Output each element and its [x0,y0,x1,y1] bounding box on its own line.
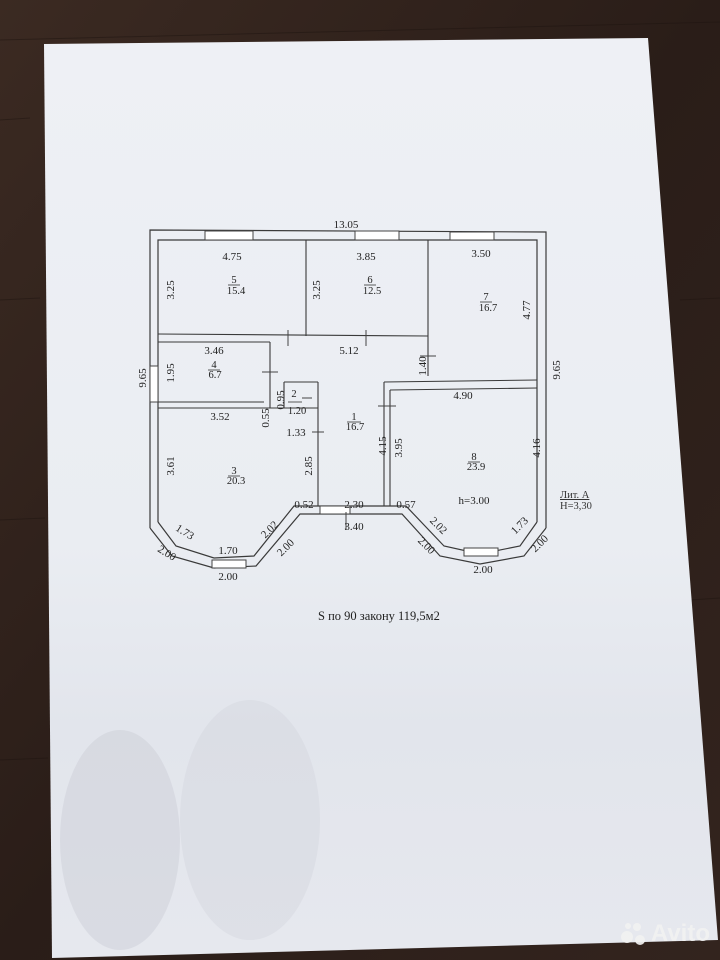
dim-entry-340: 3.40 [344,521,364,533]
dim-r-bay-200b: 2.00 [473,564,493,576]
room-5-label: 5 15.4 [227,275,246,297]
svg-text:8: 8 [471,452,476,463]
dim-r5-h: 3.25 [165,280,177,300]
ceiling-height: h=3.00 [459,495,490,507]
dim-r6-h: 3.25 [311,280,323,300]
building-letter-label: Лит. А Н=3,30 [560,490,592,512]
dim-r8-h-left: 3.95 [393,438,405,458]
svg-text:20.3: 20.3 [227,476,245,487]
dim-r4-h: 1.95 [165,363,177,383]
area-note: S по 90 закону 119,5м2 [318,609,440,623]
svg-text:12.5: 12.5 [363,286,381,297]
dim-l-bay-202: 2.02 [259,519,281,541]
dim-r3-h: 3.61 [165,456,177,475]
dim-r3-w: 3.52 [210,411,229,423]
dim-l-bay-173: 1.73 [173,522,196,543]
windows [149,230,499,569]
dimension-labels: 13.05 4.75 3.85 3.50 3.25 3.25 4.77 9.65… [137,219,563,583]
avito-logo-text: Avito [650,920,710,947]
dim-entry-230: 2.30 [344,499,364,511]
lit-label: Лит. А [560,490,590,501]
dim-hall-w: 5.12 [339,345,358,357]
svg-text:16.7: 16.7 [346,422,364,433]
dim-r6-w: 3.85 [356,251,376,263]
outer-walls [149,229,547,569]
dim-r-bay-200a: 2.00 [415,535,437,557]
building-height: Н=3,30 [560,501,592,512]
dim-r4-w: 3.46 [204,345,224,357]
svg-text:1.20: 1.20 [288,406,306,417]
room-1-label: 1 16.7 [346,412,364,433]
dim-r7-w: 3.50 [471,248,491,260]
dim-r3-step: 0.55 [260,408,272,428]
inner-walls [157,240,538,506]
dim-r-bay-200c: 2.00 [529,532,551,554]
door-marks [262,330,436,530]
room-2-label: 2 1.20 [288,389,306,417]
dim-r7-h: 4.77 [521,300,533,320]
svg-text:6: 6 [367,275,372,286]
dim-l-bay-170: 1.70 [218,545,238,557]
dim-bay-052: 0.52 [294,499,313,511]
dim-r2-w: 1.33 [286,427,306,439]
svg-text:23.9: 23.9 [467,462,485,473]
room-6-label: 6 12.5 [363,275,381,297]
dim-r2-h: 0.95 [275,390,287,410]
avito-watermark: Avito [620,920,710,948]
dim-r5-w: 4.75 [222,251,242,263]
dim-right-total: 9.65 [551,360,563,380]
dim-hall-step: 1.40 [417,356,429,376]
dim-bay-057: 0.57 [396,499,416,511]
room-7-label: 7 16.7 [479,292,497,314]
svg-text:2: 2 [291,389,296,400]
dim-left-total: 9.65 [137,368,149,388]
dim-l-bay-200a: 2.00 [155,543,178,564]
room-4-label: 4 6.7 [208,360,222,381]
dim-wall-285: 2.85 [303,456,315,476]
svg-text:1: 1 [351,412,356,423]
svg-text:7: 7 [483,292,488,303]
svg-text:4: 4 [211,360,217,371]
room-3-label: 3 20.3 [227,466,245,487]
svg-text:16.7: 16.7 [479,303,497,314]
avito-logo-icon [620,921,647,947]
dim-r8-h-right: 4.16 [531,438,543,458]
svg-text:15.4: 15.4 [227,286,246,297]
room-labels: 5 15.4 6 12.5 7 16.7 4 6.7 2 1.20 1 16.7 [208,275,497,487]
svg-text:3: 3 [231,466,236,477]
dim-hall-h: 4.15 [377,436,389,456]
dim-r-bay-202: 2.02 [427,515,449,537]
dim-l-bay-200b: 2.00 [218,571,238,583]
svg-text:6.7: 6.7 [208,370,221,381]
svg-text:5: 5 [231,275,236,286]
dim-top-total: 13.05 [334,219,359,231]
dim-r8-w: 4.90 [453,390,473,402]
dim-r-bay-173: 1.73 [509,514,531,536]
room-8-label: 8 23.9 [467,452,485,473]
